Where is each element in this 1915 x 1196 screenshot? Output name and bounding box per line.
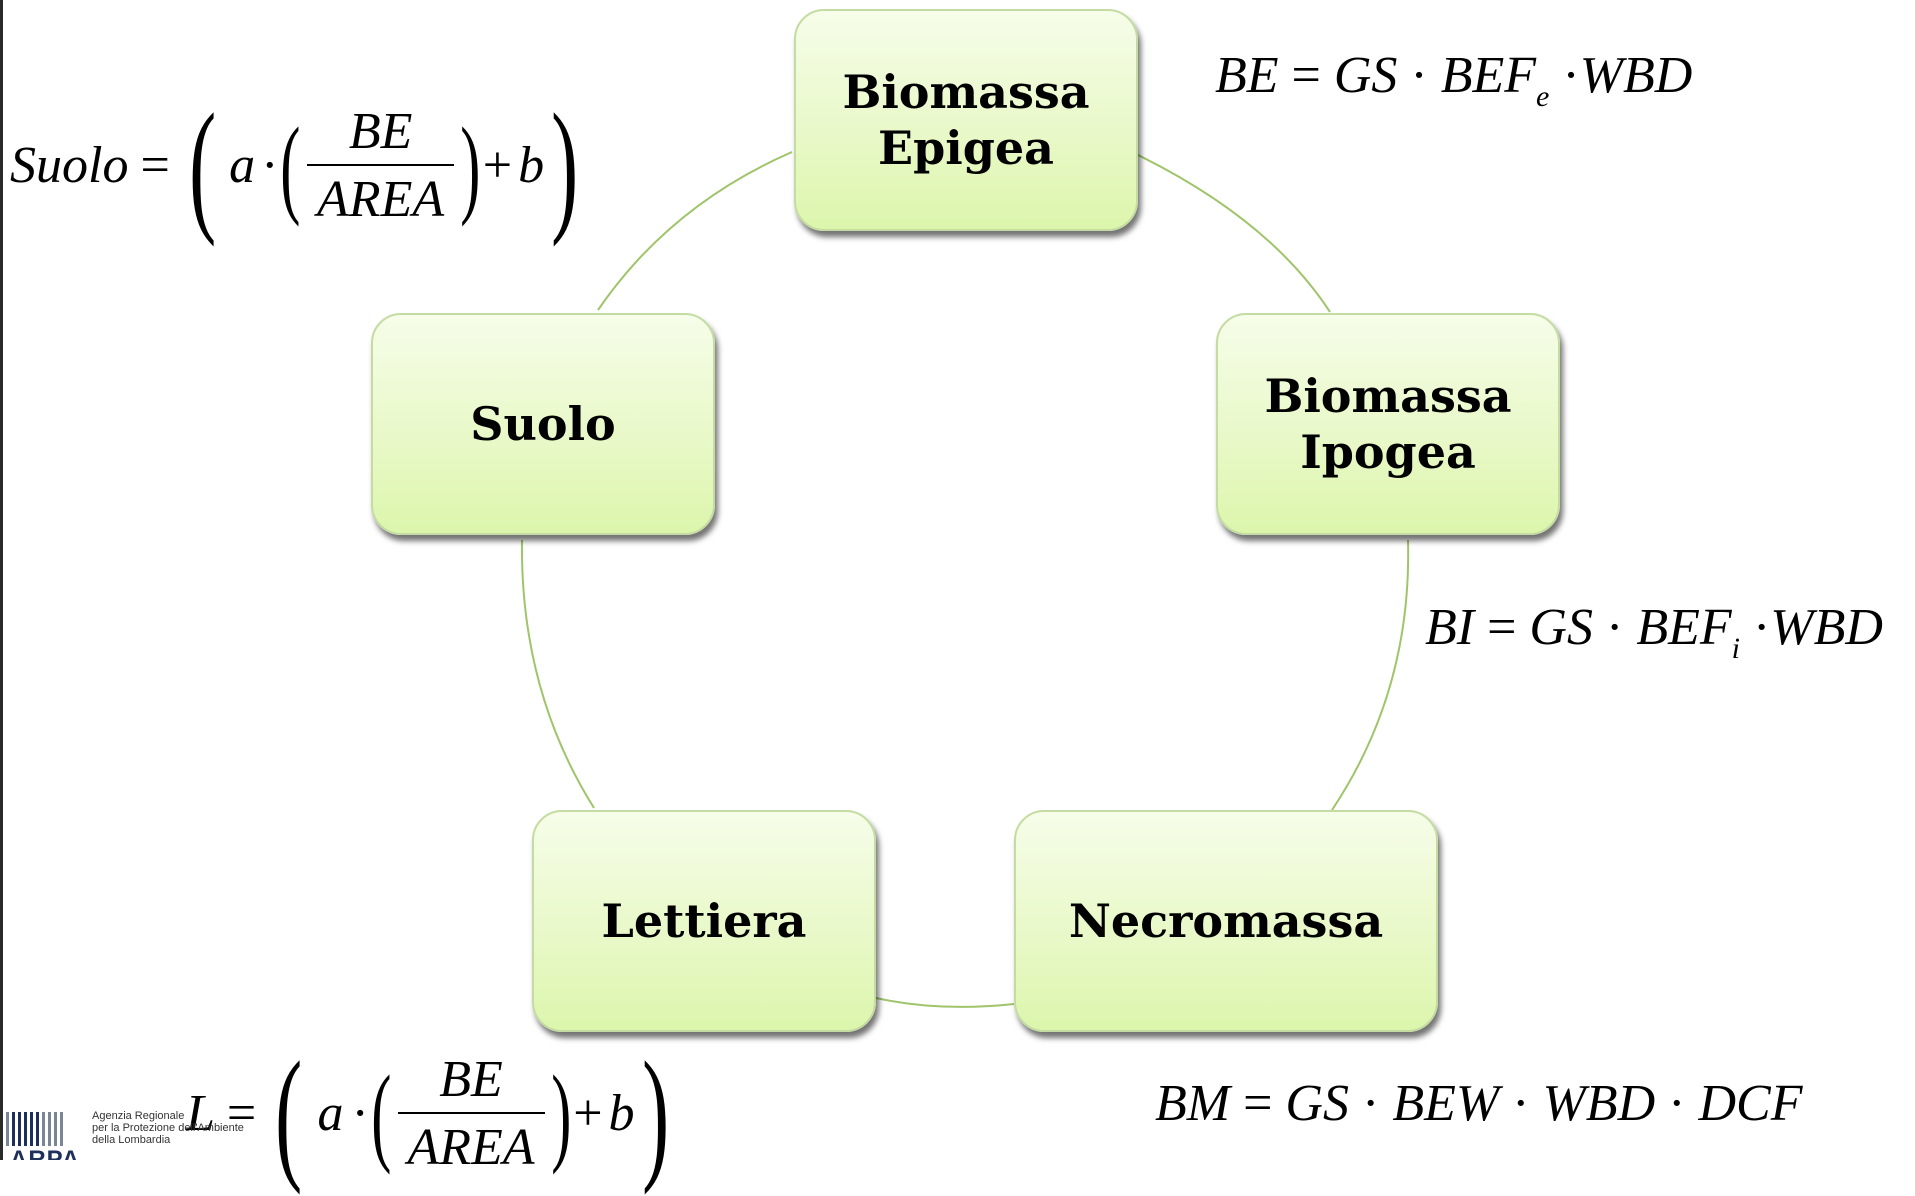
formula-be-equals: = (1291, 47, 1321, 104)
formula-lettiera-dot: · (351, 1085, 369, 1142)
cycle-connector-ring (520, 151, 1410, 1008)
formula-suolo-inner-paren-close: ) (460, 105, 481, 227)
formula-biomassa-epigea: BE = GS · BEFe ·WBD (1215, 50, 1692, 112)
formula-suolo-inner-paren-open: ( (280, 105, 301, 227)
node-suolo-label: Suolo (470, 397, 616, 451)
formula-suolo-outer-paren-close: ) (551, 84, 579, 248)
formula-bi-gs: GS (1529, 599, 1593, 656)
formula-lettiera-outer-paren-open: ( (275, 1032, 303, 1196)
formula-necromassa: BM = GS · BEW · WBD · DCF (1155, 1078, 1802, 1130)
formula-lettiera-lhs: L (186, 1085, 215, 1142)
formula-bi-equals: = (1487, 599, 1517, 656)
formula-bi-lhs: BI (1425, 599, 1475, 656)
arpa-lombardia-logo: Agenzia Regionale per la Protezione dell… (6, 1108, 256, 1160)
formula-suolo-lhs: Suolo (10, 137, 129, 194)
formula-bm-dot-3: · (1668, 1075, 1686, 1132)
formula-bm-wbd: WBD (1542, 1075, 1656, 1132)
node-biomassa-epigea-label: Biomassa Epigea (842, 65, 1090, 175)
formula-lettiera-b: b (608, 1085, 635, 1142)
formula-suolo-fraction: BE AREA (307, 103, 455, 228)
formula-suolo-fraction-bar (307, 164, 455, 166)
formula-lettiera-outer-paren-close: ) (641, 1032, 669, 1196)
formula-bi-wbd: WBD (1770, 599, 1883, 656)
formula-suolo-b: b (518, 137, 545, 194)
formula-biomassa-ipogea: BI = GS · BEFi ·WBD (1425, 602, 1883, 664)
formula-lettiera-equals: = (226, 1085, 257, 1142)
formula-be-bef: BEF (1440, 47, 1537, 104)
formula-bm-dot-1: · (1361, 1075, 1380, 1132)
formula-suolo: Suolo = ( a · ( BE AREA ) + b ) (10, 92, 585, 240)
logo-wordmark: ARPA (10, 1146, 81, 1160)
slide-left-border (0, 0, 3, 1160)
arpa-bars-logo-icon (6, 1112, 63, 1146)
formula-lettiera-plus: + (573, 1085, 603, 1142)
node-biomassa-epigea: Biomassa Epigea (794, 9, 1138, 231)
node-lettiera-label: Lettiera (601, 894, 807, 948)
node-lettiera: Lettiera (532, 810, 876, 1032)
formula-lettiera-inner-paren-close: ) (550, 1053, 571, 1175)
connector-lettiera-suolo (520, 539, 595, 809)
connector-suolo-epigea (597, 151, 793, 311)
formula-suolo-dot: · (261, 137, 279, 194)
connector-necromassa-lettiera (875, 997, 1015, 1008)
node-biomassa-ipogea: Biomassa Ipogea (1216, 313, 1560, 535)
formula-suolo-denominator: AREA (317, 171, 445, 228)
node-suolo: Suolo (371, 313, 715, 535)
node-necromassa-label: Necromassa (1068, 894, 1384, 948)
node-biomassa-ipogea-label: Biomassa Ipogea (1264, 369, 1512, 479)
formula-bm-gs: GS (1285, 1075, 1349, 1132)
formula-suolo-numerator: BE (348, 103, 413, 160)
formula-be-dot-2: · (1562, 47, 1580, 104)
formula-be-dot-1: · (1410, 47, 1428, 104)
formula-bm-dcf: DCF (1698, 1075, 1803, 1132)
formula-bm-bew: BEW (1392, 1075, 1500, 1132)
formula-lettiera-fraction-bar (397, 1112, 545, 1114)
formula-lettiera: L = ( a · ( BE AREA ) + b ) (186, 1040, 676, 1188)
formula-bi-dot-1: · (1605, 599, 1624, 656)
formula-lettiera-denominator: AREA (407, 1119, 535, 1176)
connector-epigea-ipogea (1137, 154, 1331, 313)
formula-lettiera-inner-paren-open: ( (371, 1053, 392, 1175)
connector-ipogea-necromassa (1331, 539, 1410, 811)
formula-lettiera-a: a (317, 1085, 344, 1142)
formula-bm-lhs: BM (1155, 1075, 1231, 1132)
formula-be-wbd: WBD (1579, 47, 1693, 104)
formula-be-lhs: BE (1215, 47, 1279, 104)
formula-be-bef-subscript: e (1536, 80, 1550, 113)
formula-lettiera-fraction: BE AREA (397, 1051, 545, 1176)
formula-bm-dot-2: · (1512, 1075, 1530, 1132)
formula-bi-bef-subscript: i (1731, 632, 1740, 665)
formula-bi-bef: BEF (1636, 599, 1732, 656)
formula-suolo-outer-paren-open: ( (188, 84, 216, 248)
logo-agency-text: Agenzia Regionale per la Protezione dell… (92, 1110, 244, 1146)
formula-suolo-equals: = (140, 137, 170, 194)
formula-be-gs: GS (1333, 47, 1398, 104)
formula-bm-equals: = (1243, 1075, 1273, 1132)
node-necromassa: Necromassa (1014, 810, 1438, 1032)
formula-suolo-plus: + (482, 137, 513, 194)
formula-lettiera-numerator: BE (439, 1051, 503, 1108)
formula-suolo-a: a (229, 137, 256, 194)
formula-bi-dot-2: · (1752, 599, 1771, 656)
